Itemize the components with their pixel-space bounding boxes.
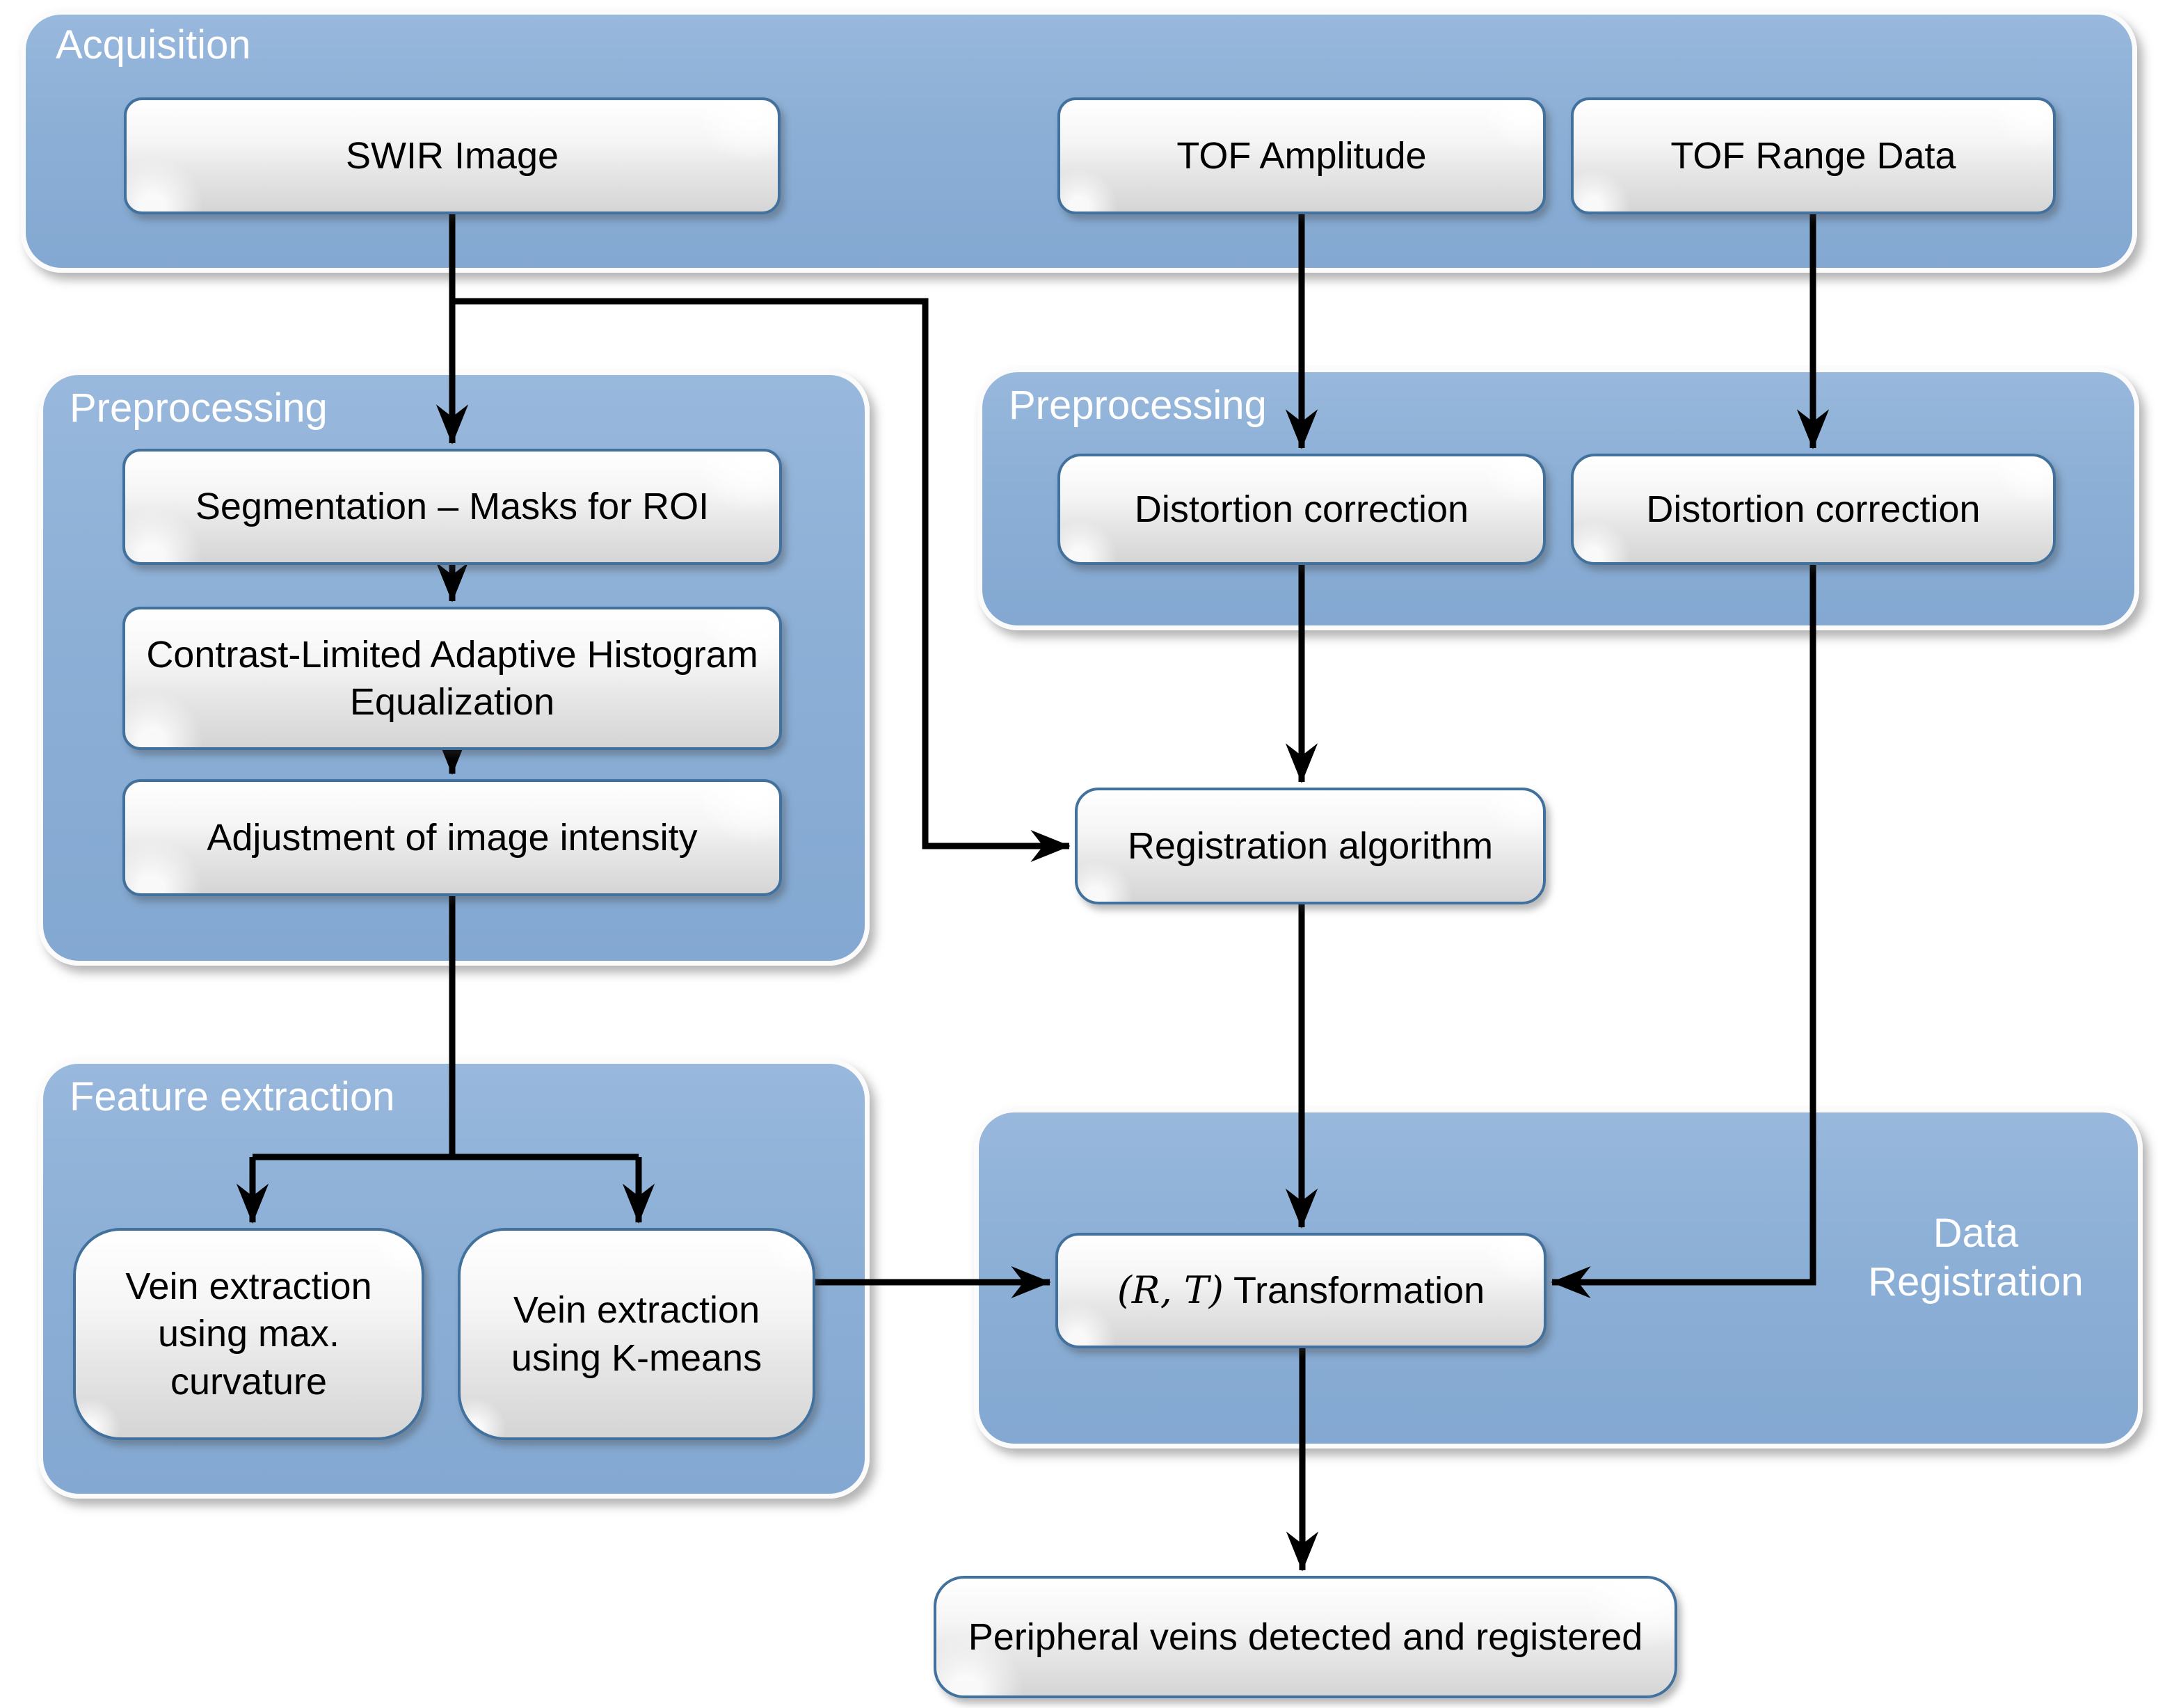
node-vein-extraction-kmeans-label: Vein extraction using K-means xyxy=(511,1289,762,1379)
node-vein-extraction-max-curvature: Vein extraction using max. curvature xyxy=(73,1228,424,1440)
node-segmentation-label: Segmentation – Masks for ROI xyxy=(195,486,710,528)
node-adjustment: Adjustment of image intensity xyxy=(122,779,782,896)
node-rt-transformation: (R, T) Transformation xyxy=(1055,1233,1546,1348)
node-rt-transformation-label: Transformation xyxy=(1233,1269,1485,1311)
node-tof-range-data-label: TOF Range Data xyxy=(1670,134,1956,177)
node-distortion-correction-amplitude: Distortion correction xyxy=(1057,454,1546,565)
node-swir-image-label: SWIR Image xyxy=(345,134,559,177)
node-clahe-label: Contrast-Limited Adaptive Histogram Equa… xyxy=(146,633,758,723)
label-preprocessing-swir: Preprocessing xyxy=(70,385,328,431)
node-adjustment-label: Adjustment of image intensity xyxy=(207,816,698,859)
node-registration-algorithm-label: Registration algorithm xyxy=(1127,824,1494,867)
node-peripheral-veins-label: Peripheral veins detected and registered xyxy=(968,1615,1643,1658)
label-data-registration-line1: Data xyxy=(1933,1211,2019,1256)
node-vein-extraction-max-curvature-label: Vein extraction using max. curvature xyxy=(125,1266,372,1403)
node-tof-range-data: TOF Range Data xyxy=(1571,97,2056,214)
node-vein-extraction-kmeans: Vein extraction using K-means xyxy=(458,1228,815,1440)
node-swir-image: SWIR Image xyxy=(124,97,781,214)
label-data-registration-line2: Registration xyxy=(1868,1259,2084,1304)
node-distortion-correction-range: Distortion correction xyxy=(1571,454,2056,565)
node-registration-algorithm: Registration algorithm xyxy=(1075,788,1546,904)
node-segmentation: Segmentation – Masks for ROI xyxy=(122,449,782,565)
node-tof-amplitude-label: TOF Amplitude xyxy=(1176,134,1427,177)
node-distortion-correction-range-label: Distortion correction xyxy=(1646,488,1981,530)
node-peripheral-veins: Peripheral veins detected and registered xyxy=(934,1576,1677,1698)
node-rt-transformation-math: (R, T) xyxy=(1117,1268,1224,1312)
label-data-registration: Data Registration xyxy=(1725,1209,2158,1306)
node-tof-amplitude: TOF Amplitude xyxy=(1057,97,1546,214)
node-clahe: Contrast-Limited Adaptive Histogram Equa… xyxy=(122,607,782,750)
connector-distortion-range-to-rt xyxy=(1551,565,1816,1299)
label-feature-extraction: Feature extraction xyxy=(70,1074,395,1119)
label-acquisition: Acquisition xyxy=(56,22,251,67)
connector-swir-branch-to-registration-algorithm xyxy=(452,298,1071,863)
connector-adjustment-to-split xyxy=(253,896,639,1160)
label-preprocessing-tof: Preprocessing xyxy=(1009,383,1267,428)
node-distortion-correction-amplitude-label: Distortion correction xyxy=(1134,488,1469,530)
